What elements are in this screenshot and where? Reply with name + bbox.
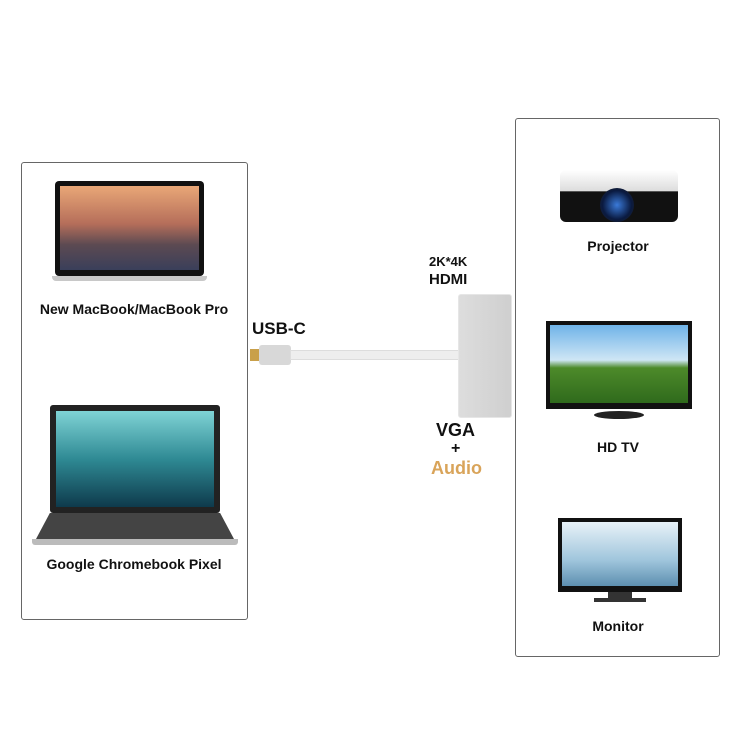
plus-label: + [451,440,461,457]
chromebook-label: Google Chromebook Pixel [46,556,222,572]
monitor-label: Monitor [592,618,644,634]
hdtv-label: HD TV [597,439,639,455]
hdtv-image [546,321,692,422]
projector-label: Projector [587,238,649,254]
macbook-label: New MacBook/MacBook Pro [39,301,229,317]
usbc-connector [250,349,260,361]
chromebook-image [32,405,238,547]
adapter-cable [290,350,462,360]
hdmi-label: HDMI [429,271,468,288]
vga-label: VGA [436,420,476,440]
adapter-hub [458,294,512,418]
audio-label: Audio [431,458,482,478]
usbc-label: USB-C [252,319,306,338]
usbc-plug [259,345,291,365]
monitor-image [558,518,682,602]
projector-image [560,160,678,228]
macbook-image [52,181,207,281]
hdmi-resolution-label: 2K*4K [429,254,468,269]
